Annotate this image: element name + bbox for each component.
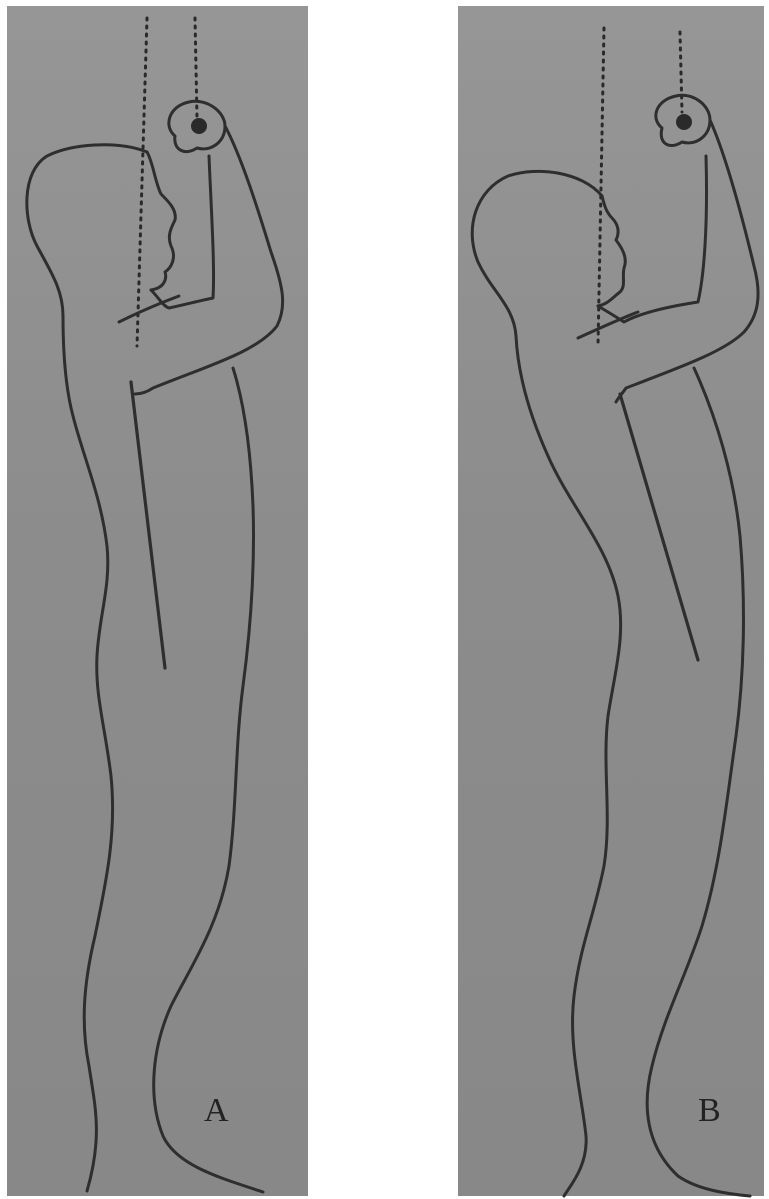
panel-label-b: B — [698, 1094, 721, 1128]
arm-outline — [598, 120, 758, 402]
body-front-outline — [154, 368, 263, 1192]
body-front-outline — [647, 368, 750, 1196]
figure-posture-b — [458, 6, 764, 1196]
face-profile-outline — [598, 196, 625, 306]
spine-reference-line — [131, 382, 165, 668]
shoulder-line — [578, 312, 638, 338]
arm-outline — [135, 126, 283, 394]
panel-label-a: A — [204, 1094, 229, 1128]
fist-dot — [676, 114, 692, 130]
fist-dot — [191, 118, 207, 134]
plumb-line-front — [680, 32, 682, 112]
body-back-outline — [27, 145, 147, 1191]
plumb-line-back — [137, 18, 147, 346]
panel-a: A — [7, 6, 308, 1196]
spine-reference-line — [620, 394, 698, 660]
panel-b: B — [458, 6, 764, 1196]
figure-posture-a — [7, 6, 308, 1196]
plumb-line-back — [598, 28, 604, 346]
plumb-line-front — [195, 18, 197, 118]
face-profile-outline — [147, 152, 175, 290]
